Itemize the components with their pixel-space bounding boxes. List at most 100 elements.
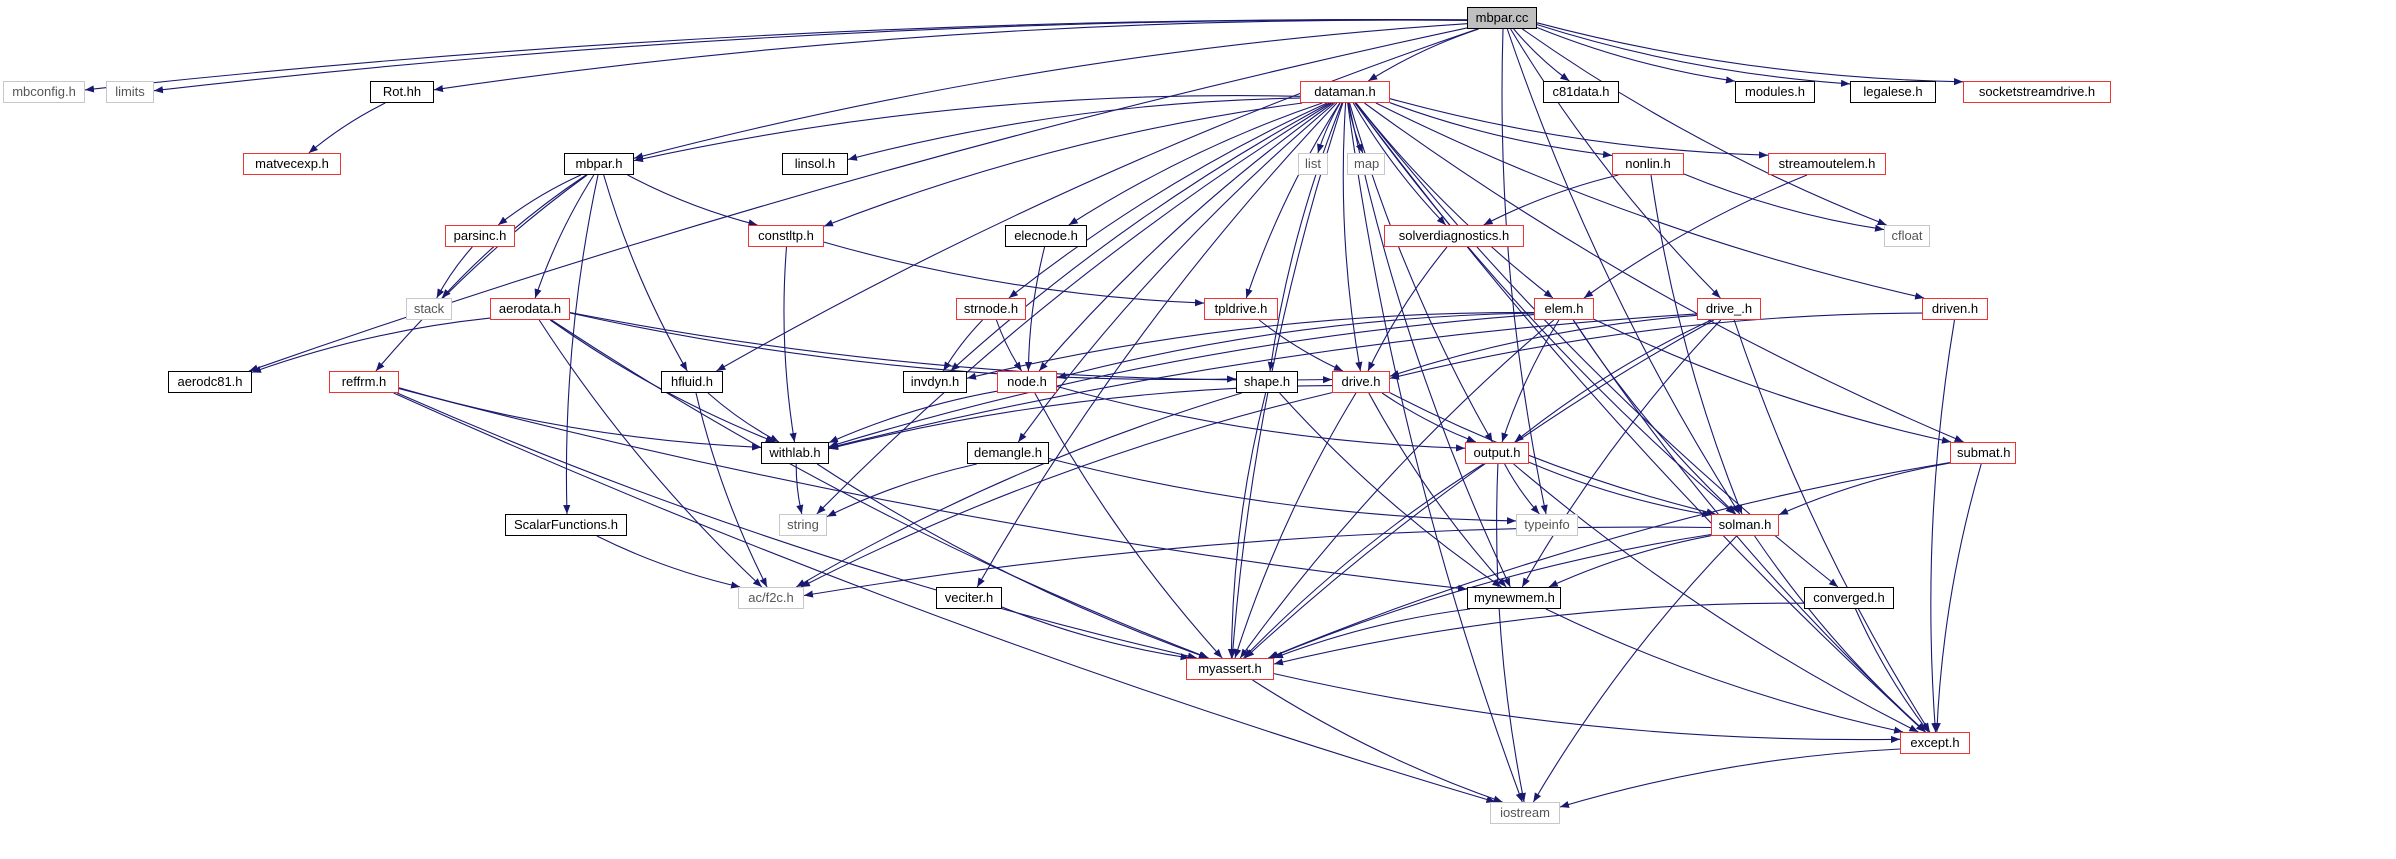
node-withlab-h[interactable]: withlab.h: [761, 442, 829, 464]
node-constltp-h[interactable]: constltp.h: [748, 225, 824, 247]
edge-dataman-h-to-strnode-h: [1008, 102, 1328, 299]
edge-output-h-to-typeinfo: [1504, 463, 1540, 515]
edge-output-h-to-solman-h: [1528, 461, 1712, 518]
edge-reffrm-h-to-mynewmem-h: [398, 388, 1468, 592]
node-drive--h[interactable]: drive_.h: [1697, 298, 1761, 320]
node-scalarfunctions-h[interactable]: ScalarFunctions.h: [505, 514, 627, 536]
edge-rot-hh-to-matvecexp-h: [308, 102, 386, 154]
edge-except-h-to-iostream: [1559, 748, 1901, 808]
node-dataman-h[interactable]: dataman.h: [1300, 81, 1390, 103]
edge-node-h-to-withlab-h: [828, 390, 998, 444]
node-reffrm-h[interactable]: reffrm.h: [329, 371, 399, 393]
node-mbpar-cc[interactable]: mbpar.cc: [1467, 7, 1537, 29]
edge-output-h-to-except-h: [1513, 463, 1919, 733]
edge-mbpar-cc-to-cfloat: [1522, 28, 1887, 226]
node-drive-h[interactable]: drive.h: [1332, 371, 1390, 393]
node-nonlin-h[interactable]: nonlin.h: [1612, 153, 1684, 175]
edge-elem-h-to-node-h: [1056, 312, 1535, 380]
node-hfluid-h[interactable]: hfluid.h: [661, 371, 723, 393]
node-matvecexp-h[interactable]: matvecexp.h: [243, 153, 341, 175]
node-aerodata-h[interactable]: aerodata.h: [490, 298, 570, 320]
node-converged-h[interactable]: converged.h: [1804, 587, 1894, 609]
edge-converged-h-to-myassert-h: [1273, 602, 1805, 666]
edge-driven-h-to-except-h: [1930, 319, 1956, 733]
edge-constltp-h-to-withlab-h: [783, 246, 797, 443]
edge-drive-h-to-withlab-h: [828, 385, 1333, 451]
node-ac-f2c-h[interactable]: ac/f2c.h: [738, 587, 804, 609]
edge-drive--h-to-drive-h: [1389, 314, 1698, 377]
node-parsinc-h[interactable]: parsinc.h: [445, 225, 515, 247]
edge-drive-h-to-output-h: [1381, 392, 1477, 443]
node-streamoutelem-h[interactable]: streamoutelem.h: [1768, 153, 1886, 175]
node-stack[interactable]: stack: [406, 298, 452, 320]
edge-mbpar-h-to-hfluid-h: [603, 174, 688, 372]
node-iostream[interactable]: iostream: [1490, 802, 1560, 824]
node-node-h[interactable]: node.h: [997, 371, 1057, 393]
edge-solman-h-to-ac-f2c-h: [803, 526, 1712, 598]
node-rot-hh[interactable]: Rot.hh: [370, 81, 434, 103]
edge-node-h-to-myassert-h: [1034, 392, 1223, 659]
edge-elecnode-h-to-node-h: [1024, 246, 1046, 372]
edge-dataman-h-to-invdyn-h: [950, 102, 1330, 372]
edge-dataman-h-to-drive-h: [1342, 102, 1363, 372]
edge-solman-h-to-mynewmem-h: [1548, 535, 1712, 588]
node-invdyn-h[interactable]: invdyn.h: [903, 371, 967, 393]
edge-shape-h-to-ac-f2c-h: [796, 392, 1242, 588]
node-mbpar-h[interactable]: mbpar.h: [564, 153, 634, 175]
edge-elem-h-to-output-h: [1501, 319, 1560, 443]
edge-withlab-h-to-myassert-h: [816, 463, 1208, 659]
node-shape-h[interactable]: shape.h: [1236, 371, 1298, 393]
edge-scalarfunctions-h-to-ac-f2c-h: [596, 535, 741, 589]
node-socketstreamdrive-h[interactable]: socketstreamdrive.h: [1963, 81, 2111, 103]
node-aerodc81-h[interactable]: aerodc81.h: [168, 371, 252, 393]
edge-node-h-to-output-h: [1056, 385, 1466, 452]
edge-dataman-h-to-output-h: [1349, 102, 1493, 443]
edge-mbpar-cc-to-hfluid-h: [716, 28, 1478, 372]
node-legalese-h[interactable]: legalese.h: [1850, 81, 1936, 103]
node-mynewmem-h[interactable]: mynewmem.h: [1467, 587, 1561, 609]
edge-submat-h-to-except-h: [1933, 463, 1982, 733]
edge-reffrm-h-to-iostream: [393, 392, 1496, 803]
node-strnode-h[interactable]: strnode.h: [956, 298, 1026, 320]
node-elecnode-h[interactable]: elecnode.h: [1005, 225, 1087, 247]
node-veciter-h[interactable]: veciter.h: [936, 587, 1002, 609]
node-limits[interactable]: limits: [106, 81, 154, 103]
edge-dataman-h-to-node-h: [1038, 102, 1334, 372]
node-myassert-h[interactable]: myassert.h: [1186, 658, 1274, 680]
node-submat-h[interactable]: submat.h: [1950, 442, 2016, 464]
node-solverdiagnostics-h[interactable]: solverdiagnostics.h: [1384, 225, 1524, 247]
edge-strnode-h-to-invdyn-h: [942, 319, 983, 372]
edge-dataman-h-to-solverdiagnostics-h: [1352, 102, 1447, 226]
edge-drive--h-to-except-h: [1733, 319, 1931, 733]
node-modules-h[interactable]: modules.h: [1735, 81, 1815, 103]
edge-elem-h-to-invdyn-h: [966, 311, 1535, 380]
node-cfloat[interactable]: cfloat: [1884, 225, 1930, 247]
edge-mbpar-h-to-parsinc-h: [497, 174, 582, 226]
edge-shape-h-to-mynewmem-h: [1279, 392, 1502, 588]
edge-nonlin-h-to-cfloat: [1683, 173, 1885, 232]
edge-dataman-h-to-elem-h: [1355, 102, 1554, 299]
edge-mbpar-cc-to-legalese-h: [1536, 24, 1851, 87]
edge-mynewmem-h-to-except-h: [1545, 608, 1904, 734]
node-tpldrive-h[interactable]: tpldrive.h: [1204, 298, 1278, 320]
node-string[interactable]: string: [779, 514, 827, 536]
edge-dataman-h-to-mbpar-h: [633, 95, 1301, 163]
edge-mbpar-h-to-reffrm-h: [375, 174, 588, 372]
node-output-h[interactable]: output.h: [1465, 442, 1529, 464]
edge-mbpar-cc-to-c81data-h: [1513, 28, 1570, 82]
node-linsol-h[interactable]: linsol.h: [782, 153, 848, 175]
node-map[interactable]: map: [1347, 153, 1385, 175]
node-driven-h[interactable]: driven.h: [1922, 298, 1988, 320]
edge-drive-h-to-myassert-h: [1234, 392, 1357, 659]
edge-submat-h-to-myassert-h: [1268, 461, 1951, 659]
edge-drive-h-to-mynewmem-h: [1368, 392, 1507, 588]
node-demangle-h[interactable]: demangle.h: [967, 442, 1049, 464]
node-solman-h[interactable]: solman.h: [1711, 514, 1779, 536]
node-list[interactable]: list: [1298, 153, 1328, 175]
edge-converged-h-to-except-h: [1854, 608, 1929, 733]
node-elem-h[interactable]: elem.h: [1534, 298, 1594, 320]
node-c81data-h[interactable]: c81data.h: [1543, 81, 1619, 103]
node-mbconfig-h[interactable]: mbconfig.h: [3, 81, 85, 103]
node-typeinfo[interactable]: typeinfo: [1516, 514, 1578, 536]
node-except-h[interactable]: except.h: [1900, 732, 1970, 754]
